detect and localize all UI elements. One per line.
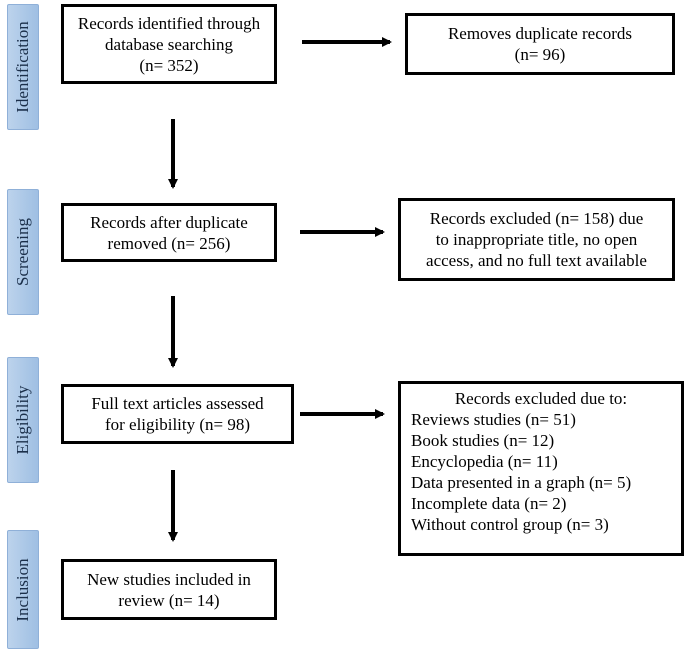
box-records-excluded-title-line-1: Records excluded (n= 158) due bbox=[429, 209, 644, 228]
box-studies-included: New studies included in review (n= 14) bbox=[61, 559, 277, 620]
box-records-after-duplicates-line-2: removed (n= 256) bbox=[107, 234, 231, 253]
box-studies-included-line-1: New studies included in bbox=[87, 570, 251, 589]
stage-eligibility: Eligibility bbox=[7, 357, 39, 483]
excluded-reason-item: Reviews studies (n= 51) bbox=[411, 410, 576, 429]
excluded-reason-item: Data presented in a graph (n= 5) bbox=[411, 473, 632, 492]
box-records-excluded-title: Records excluded (n= 158) due to inappro… bbox=[398, 198, 675, 281]
box-duplicates-removed: Removes duplicate records (n= 96) bbox=[405, 13, 675, 75]
box-records-identified-line-2: database searching bbox=[105, 35, 233, 54]
box-full-text-assessed-line-1: Full text articles assessed bbox=[91, 394, 264, 413]
box-records-after-duplicates-line-1: Records after duplicate bbox=[90, 213, 248, 232]
box-duplicates-removed-line-2: (n= 96) bbox=[514, 45, 566, 64]
box-duplicates-removed-line-1: Removes duplicate records bbox=[447, 24, 633, 43]
box-records-excluded-reasons: Records excluded due to: Reviews studies… bbox=[398, 381, 684, 556]
box-records-identified: Records identified through database sear… bbox=[61, 4, 277, 84]
box-full-text-assessed-line-2: for eligibility (n= 98) bbox=[104, 415, 251, 434]
box-records-excluded-title-line-2: to inappropriate title, no open bbox=[435, 230, 638, 249]
stage-inclusion: Inclusion bbox=[7, 530, 39, 649]
stage-identification: Identification bbox=[7, 4, 39, 130]
excluded-reason-item: Book studies (n= 12) bbox=[411, 431, 555, 450]
box-records-identified-line-1: Records identified through bbox=[77, 14, 261, 33]
stage-screening: Screening bbox=[7, 189, 39, 315]
box-records-excluded-title-line-3: access, and no full text available bbox=[426, 251, 647, 270]
excluded-reason-item: Without control group (n= 3) bbox=[411, 515, 609, 534]
box-records-after-duplicates: Records after duplicate removed (n= 256) bbox=[61, 203, 277, 262]
excluded-reasons-title: Records excluded due to: bbox=[454, 389, 628, 408]
box-records-identified-line-3: (n= 352) bbox=[139, 56, 199, 75]
excluded-reason-item: Incomplete data (n= 2) bbox=[411, 494, 567, 513]
box-studies-included-line-2: review (n= 14) bbox=[118, 591, 220, 610]
box-full-text-assessed: Full text articles assessed for eligibil… bbox=[61, 384, 294, 444]
excluded-reason-item: Encyclopedia (n= 11) bbox=[411, 452, 558, 471]
